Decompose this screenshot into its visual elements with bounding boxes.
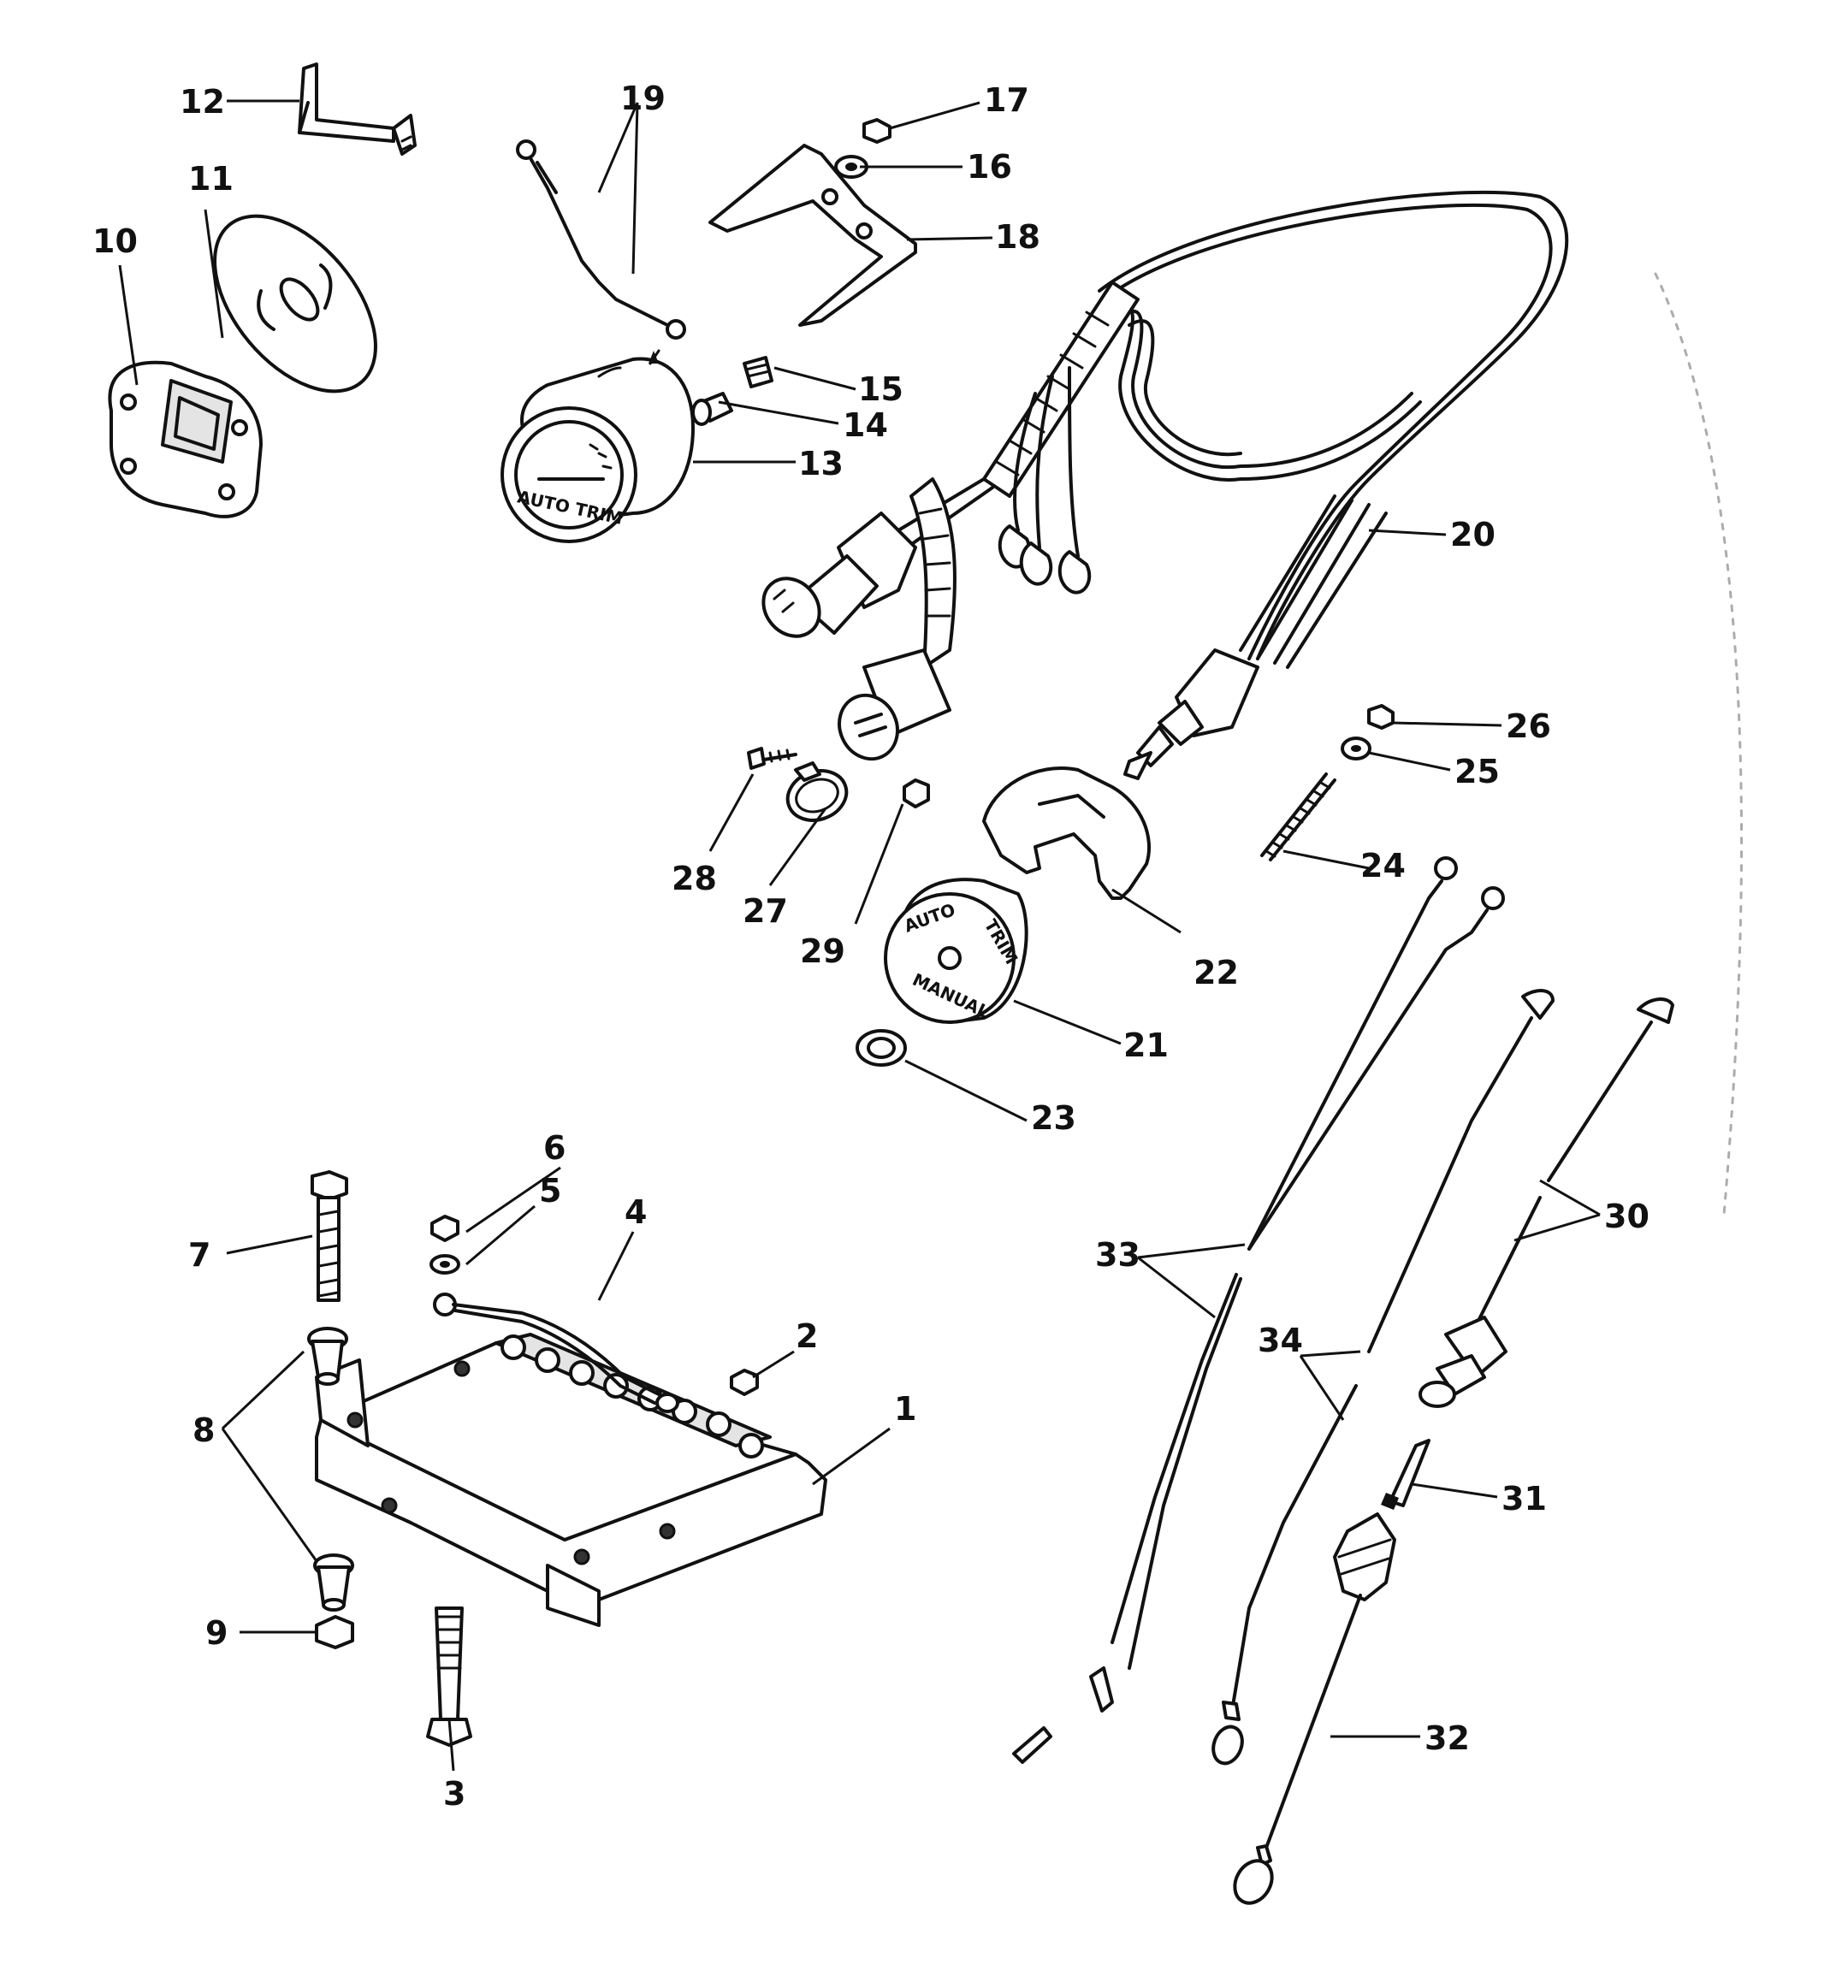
callout-29: 29 [800,932,845,970]
bolt-7 [311,1170,348,1302]
callout-12: 12 [180,83,225,121]
nut-23 [856,1029,907,1067]
callout-26: 26 [1506,707,1551,745]
nut-2 [730,1369,759,1396]
bracket-12 [298,62,417,156]
mount-10 [108,360,263,518]
callout-11: 11 [188,160,234,198]
callout-10: 10 [92,222,138,260]
callout-33: 33 [1095,1236,1140,1274]
lead-19 [516,139,686,340]
clamp-27 [785,761,849,822]
sleeve-8-lower [313,1553,354,1612]
callout-14: 14 [843,406,888,444]
callout-20: 20 [1450,516,1496,553]
callout-9: 9 [205,1614,228,1652]
callout-23: 23 [1031,1099,1076,1137]
bulb-14 [691,392,733,426]
callout-28: 28 [672,860,717,897]
callout-5: 5 [539,1172,561,1210]
bracket-18 [708,144,917,327]
callout-22: 22 [1194,954,1239,991]
callout-24: 24 [1360,847,1406,885]
callout-13: 13 [798,445,844,482]
callout-1: 1 [894,1390,916,1428]
callout-17: 17 [984,81,1029,119]
lead-30 [1419,997,1674,1408]
lead-34 [1211,989,1555,1766]
callout-32: 32 [1424,1719,1470,1757]
nut-6 [430,1215,459,1242]
screw-28 [747,747,797,770]
callout-27: 27 [743,892,788,930]
scan-edge [1654,272,1743,1216]
washer-16 [834,155,868,179]
washer-25 [1341,737,1371,760]
callout-21: 21 [1123,1027,1169,1064]
gauge-13: AUTO TRIM [500,349,695,543]
lead-33 [1012,856,1505,1764]
stud-24 [1260,772,1336,861]
callout-6: 6 [543,1129,566,1167]
nut-26 [1367,704,1395,730]
nut-29 [903,778,930,808]
callout-3: 3 [443,1775,465,1813]
plate-11 [213,214,377,393]
bolt-3 [426,1606,472,1747]
callout-2: 2 [796,1317,818,1355]
socket-15 [743,356,773,388]
callout-34: 34 [1258,1322,1303,1359]
washer-5 [429,1254,460,1275]
lead-4 [433,1293,679,1413]
callout-labels: 1 2 3 4 5 6 7 8 9 10 11 12 13 14 15 16 1… [92,80,1650,1813]
callout-8: 8 [192,1411,215,1449]
sleeve-8-upper [307,1327,348,1386]
leader-lines [118,99,1601,1772]
nut-17 [862,118,891,144]
callout-16: 16 [967,148,1012,186]
clamp-22 [982,766,1152,900]
callout-4: 4 [625,1193,647,1231]
callout-30: 30 [1604,1198,1650,1235]
callout-18: 18 [995,218,1040,256]
harness-20 [761,190,1569,780]
nut-9 [315,1615,354,1649]
callout-25: 25 [1454,753,1500,790]
lead-32 [1233,1512,1396,1905]
fuse-31 [1381,1439,1430,1510]
callout-19: 19 [620,80,666,117]
callout-15: 15 [858,370,903,408]
switch-21: AUTO TRIM MANUAL [884,878,1028,1024]
callout-7: 7 [188,1236,210,1274]
callout-31: 31 [1502,1480,1547,1518]
